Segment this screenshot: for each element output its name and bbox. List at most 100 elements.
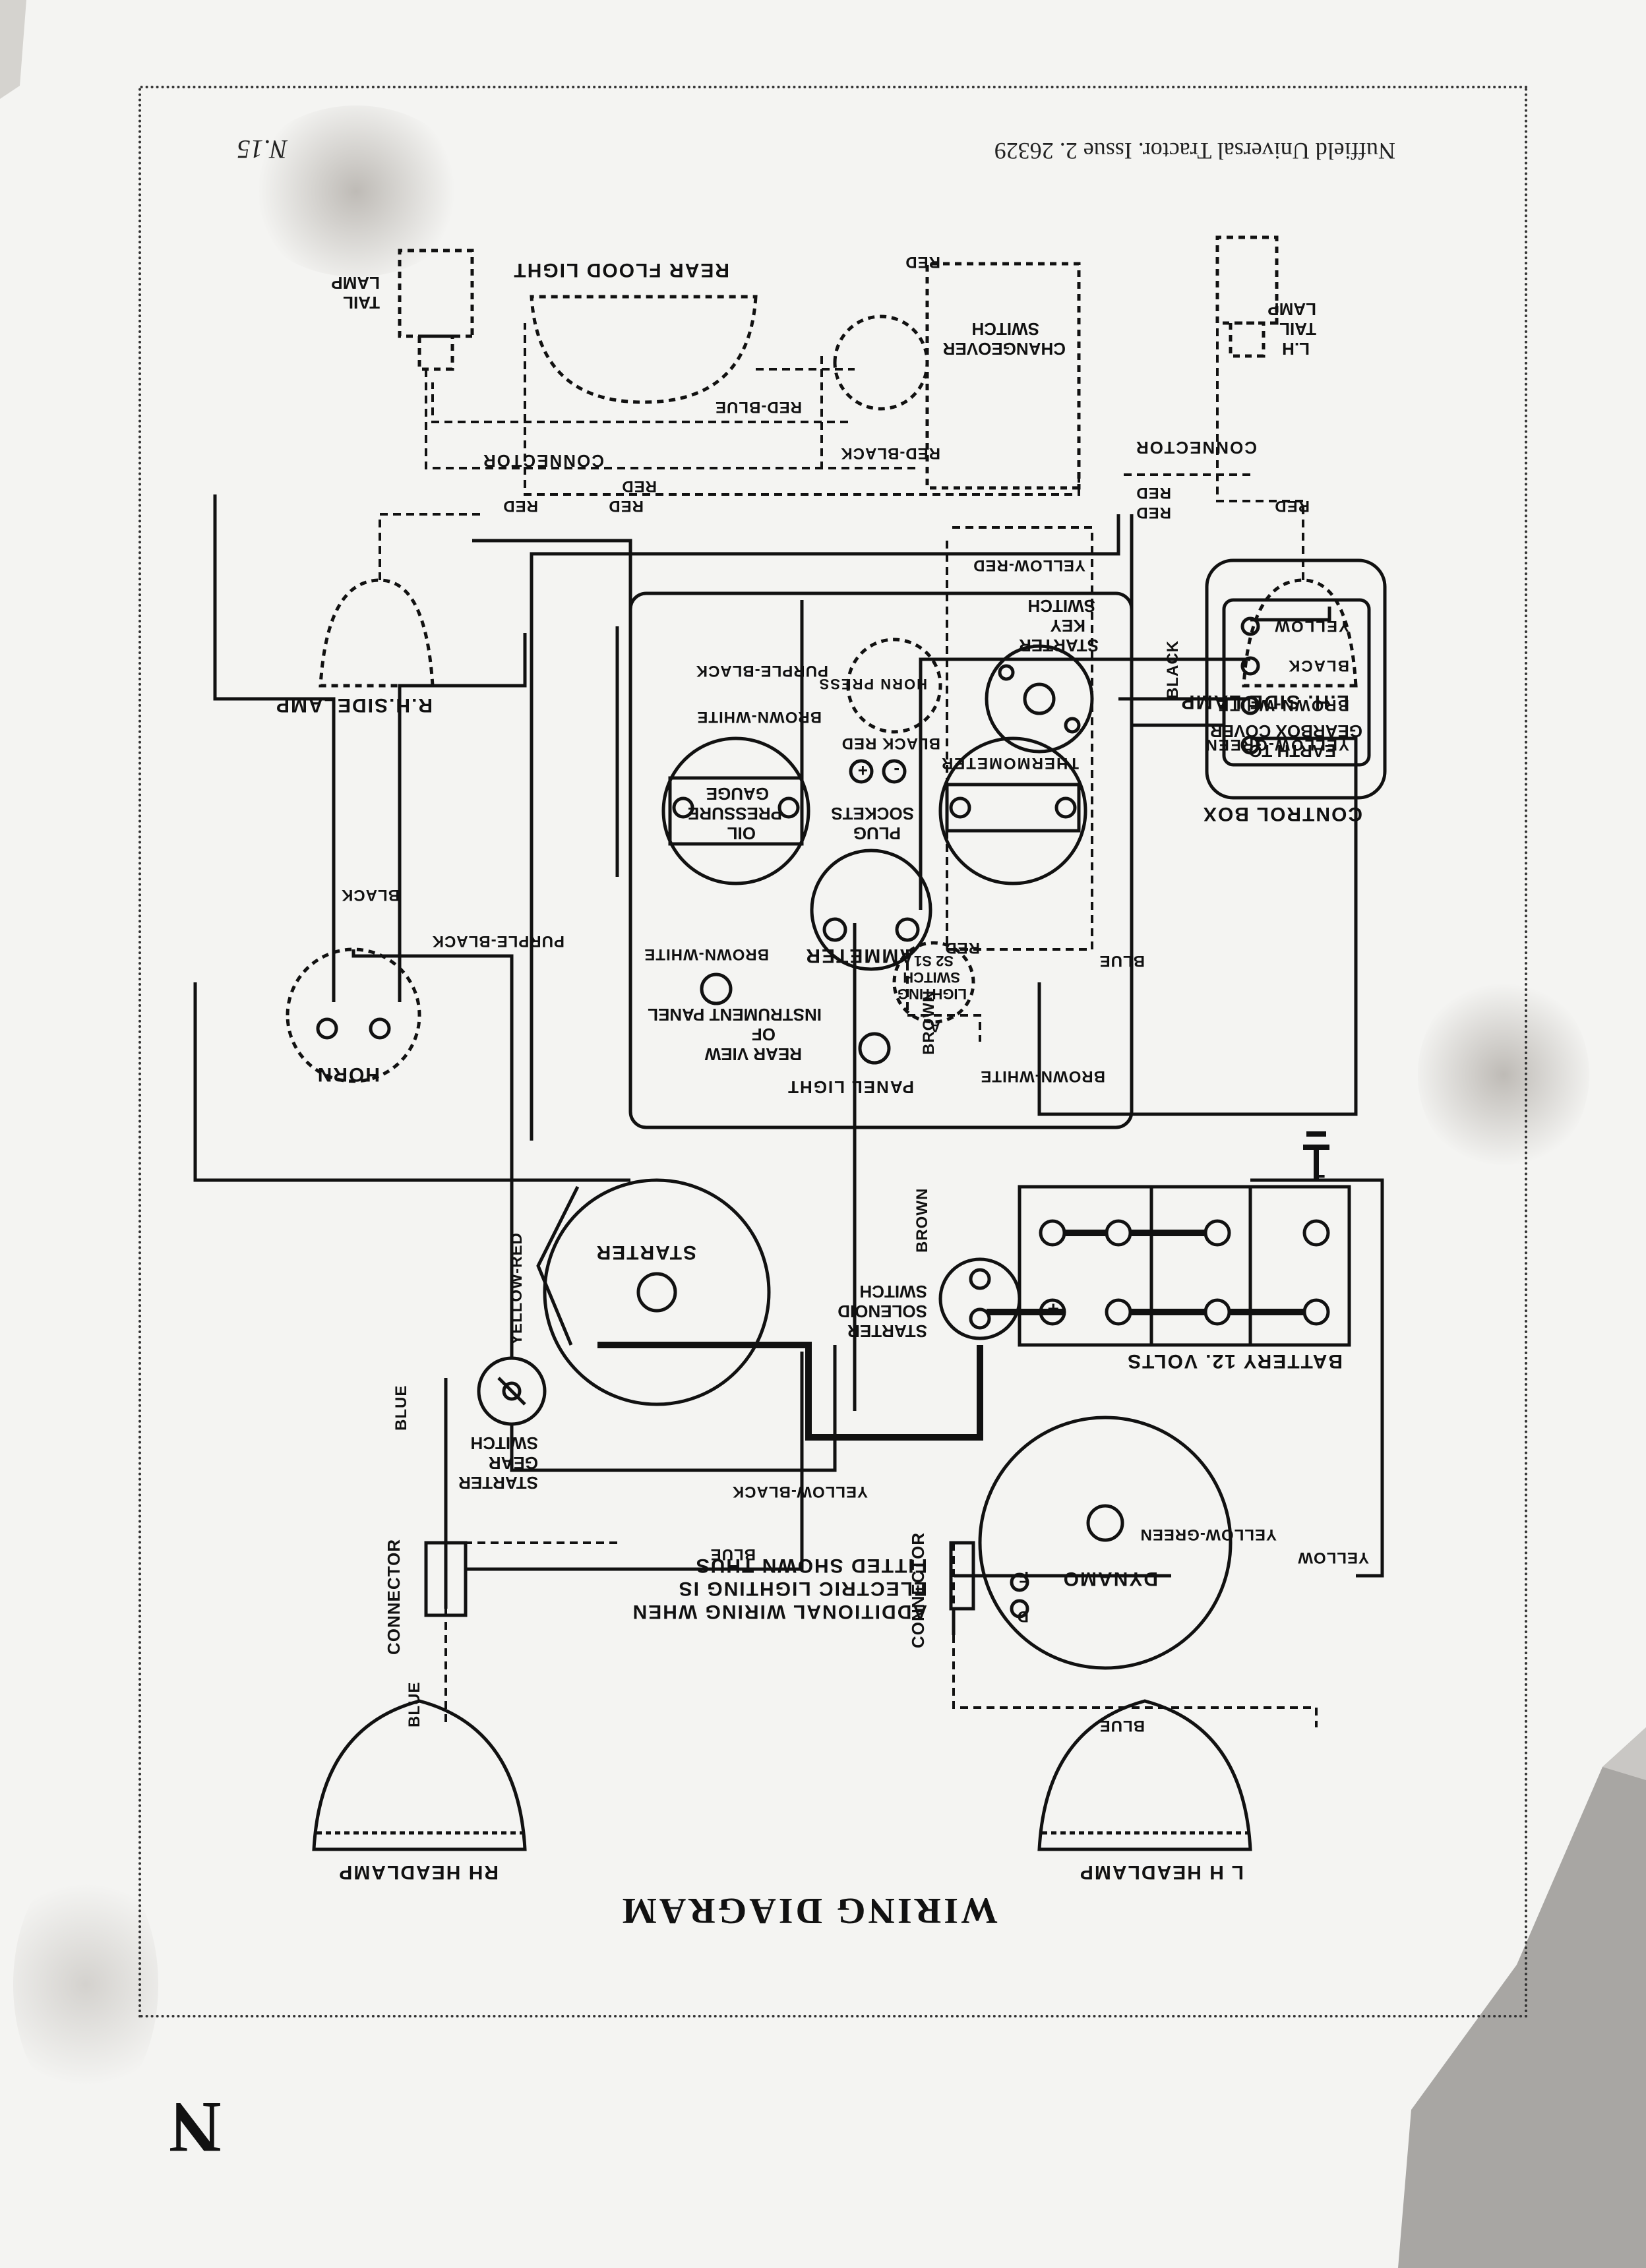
label-starter: STARTER [595, 1241, 696, 1263]
battery-pos-terminal: + [1047, 1298, 1059, 1319]
wire-brown-vertical-a: BROWN [920, 990, 938, 1055]
label-oil-gauge-1: OIL [727, 823, 756, 843]
label-dynamo-f: F [1018, 1568, 1029, 1586]
label-key-switch-1: STARTER [1019, 636, 1099, 655]
label-oil-gauge-3: GAUGE [706, 784, 769, 804]
label-plug-pos: + [858, 761, 868, 781]
rear-flood-light-icon [530, 295, 758, 404]
wire-blue-vertical-left: BLUE [392, 1385, 410, 1431]
wire-yellow-black: YELLOW-BLACK [732, 1483, 868, 1501]
label-note-3: FITTED SHOWN THUS [695, 1555, 927, 1576]
label-earth-1: EARTH TO [1249, 741, 1336, 761]
wire-black-left: BLACK [341, 886, 400, 904]
panel-light-icon [858, 1032, 891, 1065]
label-lighting-switch-2: SWITCH [903, 969, 960, 986]
label-cb-yellow-green: YELLOW-GREEN [1204, 736, 1349, 754]
label-starter-gear-2: GEAR [489, 1453, 538, 1473]
label-instrument-panel-1: REAR VIEW [704, 1044, 802, 1064]
wire-blue-lighting: BLUE [1099, 952, 1145, 970]
smudge-right-fingerprint [1418, 976, 1589, 1174]
label-lighting-switch-1: LIGHTING [898, 986, 967, 1002]
wire-red-conn-right-c: RED [1274, 497, 1310, 515]
label-control-box: CONTROL BOX [1202, 803, 1362, 825]
wire-yellow-red-top: YELLOW-RED [973, 556, 1085, 574]
lh-tail-lamp-icon [1215, 235, 1279, 358]
rh-tail-lamp-icon [398, 249, 474, 371]
label-rear-flood-light: REAR FLOOD LIGHT [512, 259, 729, 281]
wire-blue-headlamp-right: BLUE [1099, 1717, 1145, 1735]
label-instrument-panel-3: INSTRUMENT PANEL [648, 1005, 822, 1025]
label-starter-gear-1: STARTER [458, 1473, 538, 1493]
wire-red-blue: RED-BLUE [715, 398, 802, 416]
wire-red-lighting: RED [944, 939, 980, 957]
rh-headlamp-icon [312, 1699, 527, 1851]
wire-red-conn-left-c: RED [503, 497, 538, 515]
wire-red-conn-right-a: RED [1136, 484, 1171, 502]
wire-purple-black-top: PURPLE-BLACK [696, 662, 828, 680]
wire-red-conn-right-b: RED [1136, 504, 1171, 522]
label-key-switch-2: KEY [1051, 616, 1085, 636]
label-connector-top-left: CONNECTOR [482, 451, 604, 471]
label-ammeter: AMMETER [805, 945, 914, 967]
label-cb-black: BLACK [1287, 657, 1349, 674]
label-key-switch-3: SWITCH [1027, 596, 1095, 616]
dynamo-icon [978, 1416, 1233, 1670]
plug-socket-pos [849, 759, 874, 784]
label-dynamo-d: D [1016, 1607, 1029, 1625]
label-rh-headlamp: RH HEADLAMP [338, 1861, 499, 1883]
wire-red-black: RED-BLACK [840, 444, 940, 462]
panel-hole-icon [700, 972, 733, 1005]
smudge-bottom-left [13, 1859, 158, 2110]
label-panel-light: PANEL LIGHT [787, 1077, 914, 1097]
label-battery: BATTERY 12. VOLTS [1126, 1350, 1343, 1372]
label-rh-tail-2: LAMP [331, 273, 380, 293]
label-lh-headlamp: L H HEADLAMP [1079, 1861, 1244, 1883]
wire-yellow-red-vertical: YELLOW-RED [508, 1232, 526, 1345]
smudge-top-left [244, 105, 468, 277]
starter-motor-icon [536, 1178, 771, 1406]
oil-pressure-gauge-icon [661, 736, 810, 885]
label-plug-sockets-1: PLUG [853, 823, 901, 843]
changeover-switch-icon [833, 262, 1081, 490]
battery-neg-terminal: - [1318, 1165, 1326, 1192]
label-cb-brown-white: BROWN-WHITE [1217, 696, 1349, 714]
starter-solenoid-icon [938, 1257, 1021, 1340]
ammeter-icon [810, 849, 932, 971]
label-plug-neg: - [894, 761, 899, 781]
label-cb-yellow: YELLOW [1273, 617, 1349, 635]
label-changeover-1: CHANGEOVER [942, 339, 1066, 359]
label-lh-tail-1: L.H [1282, 339, 1310, 359]
label-starter-gear-3: SWITCH [470, 1433, 538, 1453]
horn-icon [286, 947, 421, 1083]
label-earth-2: GEARBOX COVER [1210, 721, 1362, 741]
wire-black-red: BLACK RED [841, 734, 940, 752]
lh-sidelamp-icon [1242, 578, 1358, 688]
control-box-icon [1205, 558, 1387, 800]
label-lighting-switch-3: S2 S1 [914, 953, 954, 969]
rh-sidelamp-icon [319, 578, 435, 688]
label-starter-solenoid-2: SOLENOID [838, 1301, 927, 1321]
wire-red-conn-left-b: RED [608, 497, 644, 515]
lh-headlamp-icon [1037, 1699, 1252, 1851]
label-note-2: ELECTRIC LIGHTING IS [678, 1578, 927, 1599]
battery-icon [1018, 1131, 1351, 1347]
label-starter-solenoid-1: STARTER [847, 1321, 927, 1341]
label-rh-sidelamp: R.H.SIDELAMP [275, 694, 433, 716]
label-dynamo: DYNAMO [1062, 1568, 1158, 1590]
wire-red-top: RED [905, 253, 940, 271]
wire-brown-vertical-b: BROWN [913, 1188, 931, 1253]
wire-brown-white-top: BROWN-WHITE [696, 708, 822, 726]
label-note-1: ADDITIONAL WIRING WHEN [632, 1601, 927, 1623]
plug-socket-neg [882, 759, 907, 784]
label-changeover-2: SWITCH [971, 319, 1039, 339]
wire-black-earth: BLACK [1164, 640, 1182, 699]
label-lh-tail-3: LAMP [1267, 299, 1316, 319]
label-connector-top-right: CONNECTOR [1135, 438, 1257, 458]
label-lh-sidelamp: L.H. SIDE LAMP [1180, 691, 1349, 713]
label-connector-bottom-left: CONNECTOR [384, 1539, 404, 1655]
wire-blue-headlamp-left: BLUE [406, 1682, 423, 1727]
lighting-switch-icon [892, 941, 975, 1024]
